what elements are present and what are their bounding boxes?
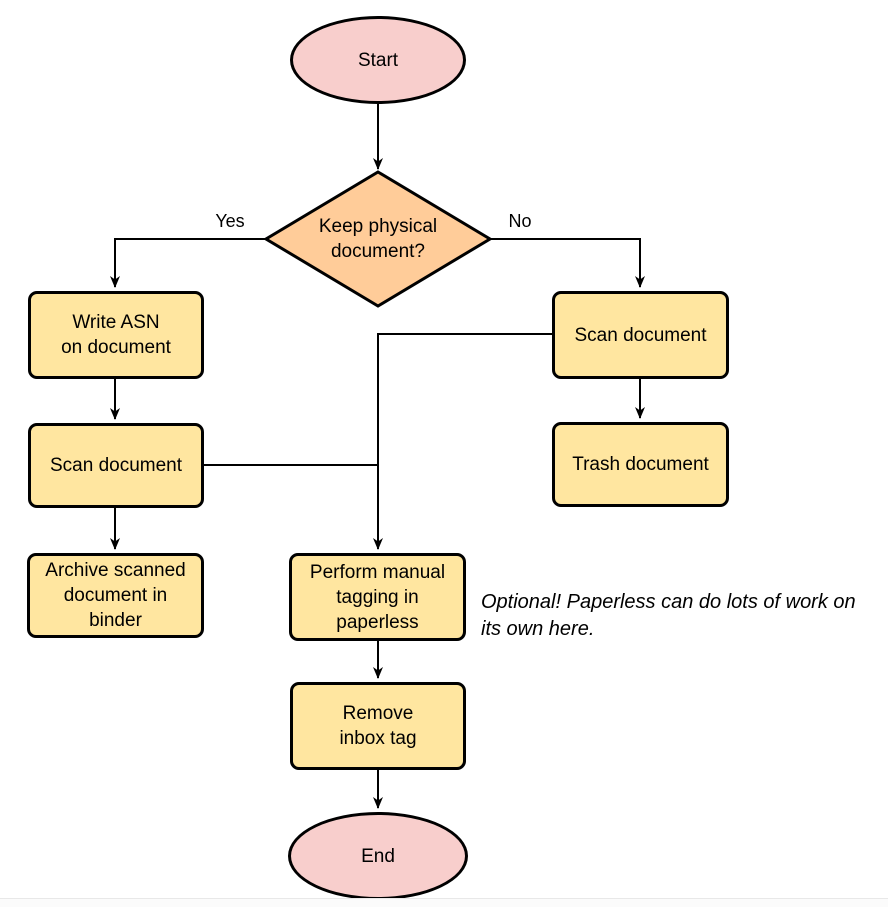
decision-diamond-shape [263, 170, 493, 308]
node-manual-tagging: Perform manual tagging in paperless [289, 553, 466, 641]
node-remove-inbox-tag: Remove inbox tag [290, 682, 466, 770]
node-write-asn: Write ASN on document [28, 291, 204, 379]
edge-label-yes: Yes [215, 211, 245, 231]
edge-label-no: No [508, 211, 532, 231]
node-scan-document-left: Scan document [28, 423, 204, 508]
node-end: End [288, 812, 468, 900]
node-archive-binder: Archive scanned document in binder [27, 553, 204, 638]
edge-decision-to-scan-right [490, 238, 645, 288]
window-bottom-edge [0, 898, 888, 907]
node-scan-document-right: Scan document [552, 291, 729, 379]
node-start: Start [290, 16, 466, 104]
node-trash-document: Trash document [552, 422, 729, 507]
edge-scan-right-to-tagging [373, 333, 552, 550]
edge-decision-to-write-asn [110, 238, 266, 288]
node-decision-label: Keep physical document? [318, 216, 438, 262]
annotation-optional-note: Optional! Paperless can do lots of work … [481, 591, 856, 640]
